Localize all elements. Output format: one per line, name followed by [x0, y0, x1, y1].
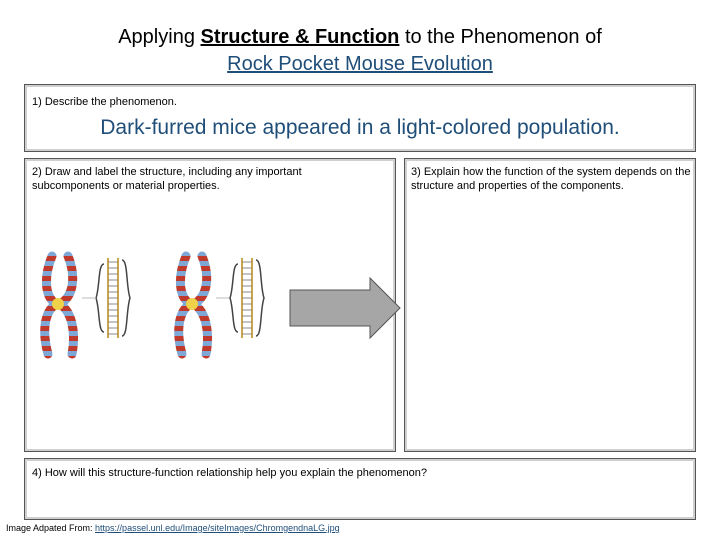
- title-line-2: Rock Pocket Mouse Evolution: [227, 53, 493, 75]
- page-title: Applying Structure & Function to the Phe…: [0, 24, 720, 78]
- attribution-link[interactable]: https://passel.unl.edu/Image/siteImages/…: [95, 523, 340, 533]
- brace-1: [95, 263, 105, 333]
- right-arrow-icon: [289, 276, 401, 340]
- explain-phenomenon-prompt: 4) How will this structure-function rela…: [32, 467, 428, 479]
- function-prompt: 3) Explain how the function of the syste…: [411, 166, 691, 192]
- title-suffix: to the Phenomenon of: [399, 26, 602, 48]
- title-emphasis: Structure & Function: [200, 26, 400, 48]
- dna-strand-1: [107, 257, 119, 339]
- attribution-prefix: Image Adpated From:: [6, 523, 96, 533]
- chromosome-group-1: [38, 256, 131, 366]
- describe-phenomenon-box[interactable]: [24, 84, 696, 152]
- describe-phenomenon-prompt: 1) Describe the phenomenon.: [32, 96, 177, 108]
- structure-prompt: 2) Draw and label the structure, includi…: [32, 166, 302, 192]
- phenomenon-answer: Dark-furred mice appeared in a light-col…: [100, 116, 620, 139]
- explain-phenomenon-box[interactable]: [24, 458, 696, 520]
- title-line-1: Applying Structure & Function to the Phe…: [0, 24, 720, 51]
- image-attribution: Image Adpated From: https://passel.unl.e…: [6, 523, 340, 533]
- chromosome-2: [179, 256, 208, 354]
- chromosome-group-2: [172, 256, 265, 366]
- title-prefix: Applying: [118, 26, 201, 48]
- function-box[interactable]: [404, 158, 696, 452]
- brace-2: [229, 263, 239, 333]
- chromosome-1: [45, 256, 74, 354]
- dna-strand-2: [241, 257, 253, 339]
